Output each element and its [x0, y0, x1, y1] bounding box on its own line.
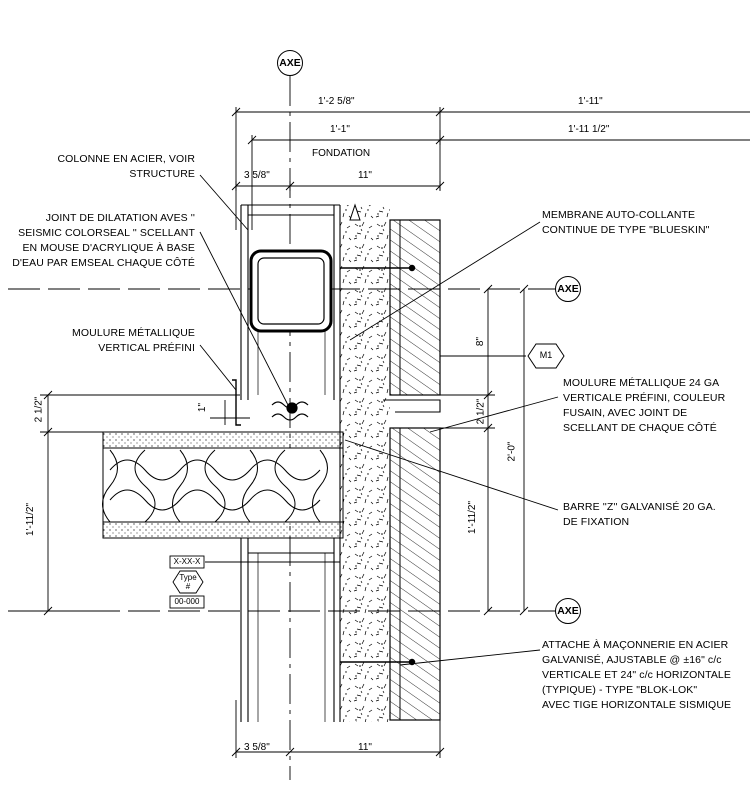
- dim-foundation: FONDATION: [312, 148, 371, 159]
- dim-right-2-half: 2 1/2": [475, 398, 487, 425]
- m1-hexagon: [527, 343, 565, 369]
- label-barre-z: BARRE ''Z'' GALVANISÉ 20 GA. DE FIXATION: [563, 500, 716, 530]
- label-joint-line-3: EN MOUSE D'ACRYLIQUE À BASE: [22, 242, 195, 254]
- type-tag: [169, 555, 205, 609]
- vertical-metal-molding: [232, 379, 241, 426]
- dim-top-right: 1'-11": [578, 96, 603, 107]
- axis-bubble-right-upper: AXE: [555, 276, 581, 302]
- dim-second-right: 1'-11 1/2": [568, 124, 610, 135]
- label-attache: ATTACHE À MAÇONNERIE EN ACIER GALVANISÉ,…: [542, 638, 731, 713]
- tag-type-number: #: [185, 582, 191, 591]
- masonry-ties: [340, 264, 416, 666]
- right-dimension-lines: [440, 284, 529, 616]
- label-attache-line-1: ATTACHE À MAÇONNERIE EN ACIER: [542, 639, 729, 651]
- masonry-veneer: [383, 219, 441, 721]
- label-colonne-line-1: COLONNE EN ACIER, VOIR: [57, 153, 195, 165]
- axis-bubble-right-lower: AXE: [555, 598, 581, 624]
- label-joint: JOINT DE DILATATION AVES '' SEISMIC COLO…: [12, 211, 195, 271]
- dim-right-1-11-half: 1'-11/2": [467, 500, 479, 535]
- label-joint-line-4: D'EAU PAR EMSEAL CHAQUE CÔTÉ: [12, 257, 195, 269]
- insulation: [102, 449, 328, 523]
- dim-masonry-width: 11": [358, 170, 372, 181]
- tag-m1: M1: [539, 350, 553, 360]
- label-moulure-24: MOULURE MÉTALLIQUE 24 GA VERTICALE PRÉFI…: [563, 376, 725, 436]
- label-attache-line-5: AVEC TIGE HORIZONTALE SISMIQUE: [542, 699, 732, 711]
- tag-detail-ref: X-XX-X: [173, 557, 201, 566]
- axis-bubble-top: AXE: [277, 50, 303, 76]
- top-dimension-lines: [231, 107, 750, 230]
- label-membrane: MEMBRANE AUTO-COLLANTE CONTINUE DE TYPE …: [542, 208, 710, 238]
- tag-type-label: Type: [179, 573, 197, 582]
- expansion-joint: [271, 401, 309, 421]
- label-membrane-line-2: CONTINUE DE TYPE "BLUESKIN": [542, 224, 710, 236]
- label-attache-line-2: GALVANISÉ, AJUSTABLE @ ±16" c/c: [542, 654, 722, 666]
- floor-slab: [102, 431, 344, 539]
- label-joint-line-1: JOINT DE DILATATION AVES '': [45, 212, 195, 224]
- dim-top-left: 1'-2 5/8": [318, 96, 355, 107]
- tag-detail-code: 00-000: [174, 597, 200, 606]
- air-space-membrane: [340, 203, 390, 722]
- label-barre-z-line-2: DE FIXATION: [563, 516, 630, 528]
- dim-right-8: 8": [475, 336, 487, 347]
- dim-left-2-half: 2 1/2": [33, 396, 45, 423]
- label-membrane-line-1: MEMBRANE AUTO-COLLANTE: [542, 209, 696, 221]
- dim-right-2-0: 2'-0": [506, 441, 518, 462]
- label-moulure-24-line-3: FUSAIN, AVEC JOINT DE: [563, 407, 688, 419]
- dim-bottom-masonry: 11": [358, 742, 372, 753]
- label-attache-line-4: (TYPIQUE) - TYPE "BLOK-LOK": [542, 684, 698, 696]
- dim-left-1-11-half: 1'-11/2": [25, 502, 37, 537]
- label-moulure-vertical-line-1: MOULURE MÉTALLIQUE: [72, 327, 195, 339]
- dim-left-1: 1": [197, 402, 209, 413]
- dim-bottom-steel: 3 5/8": [244, 742, 270, 753]
- label-colonne: COLONNE EN ACIER, VOIR STRUCTURE: [57, 152, 195, 182]
- label-joint-line-2: SEISMIC COLORSEAL '' SCELLANT: [18, 227, 195, 239]
- leader-lines: [199, 174, 559, 666]
- steel-hss-column: [249, 249, 333, 333]
- label-moulure-24-line-2: VERTICALE PRÉFINI, COULEUR: [563, 392, 726, 404]
- label-colonne-line-2: STRUCTURE: [129, 168, 195, 180]
- label-attache-line-3: VERTICALE ET 24" c/c HORIZONTALE: [542, 669, 731, 681]
- left-dimension-lines: [40, 390, 250, 616]
- label-moulure-24-line-1: MOULURE MÉTALLIQUE 24 GA: [563, 377, 720, 389]
- dim-second-left: 1'-1": [330, 124, 350, 135]
- label-barre-z-line-1: BARRE ''Z'' GALVANISÉ 20 GA.: [563, 501, 716, 513]
- label-moulure-vertical: MOULURE MÉTALLIQUE VERTICAL PRÉFINI: [72, 326, 195, 356]
- dim-steel-width: 3 5/8": [244, 170, 270, 181]
- label-moulure-24-line-4: SCELLANT DE CHAQUE CÔTÉ: [563, 422, 717, 434]
- label-moulure-vertical-line-2: VERTICAL PRÉFINI: [98, 342, 195, 354]
